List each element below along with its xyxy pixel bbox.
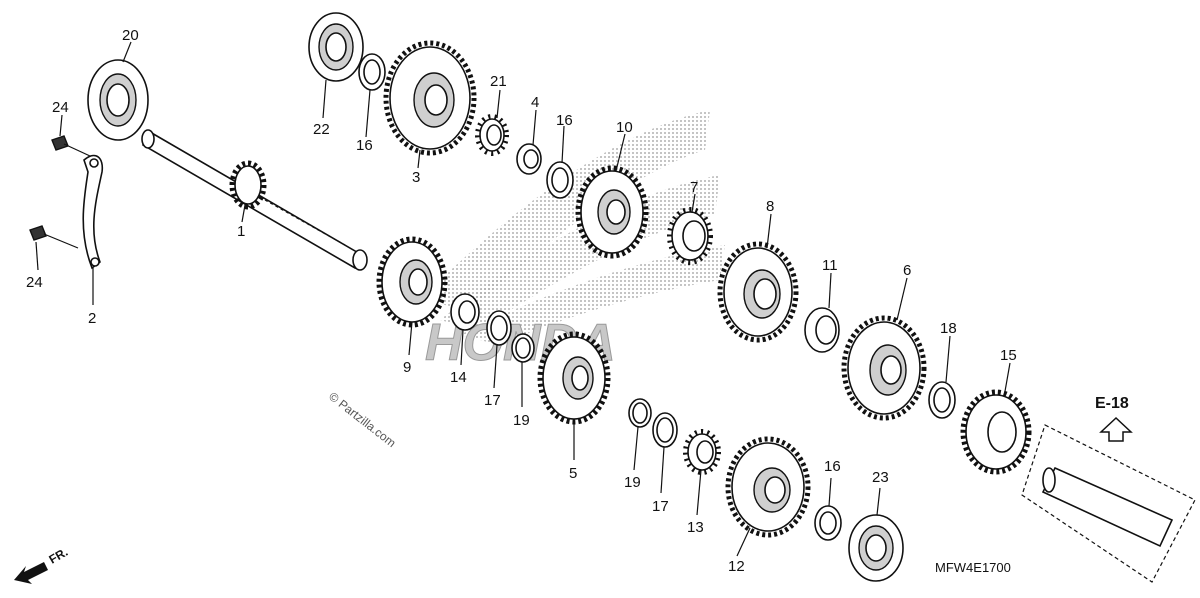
callout-7[interactable]: 7 xyxy=(690,179,698,196)
callout-22[interactable]: 22 xyxy=(313,121,330,138)
reference-shaft-box xyxy=(1021,424,1196,583)
part-16-washer-icon xyxy=(358,53,386,91)
part-20-bearing-icon xyxy=(87,59,149,141)
callout-leader-lines xyxy=(35,41,1011,557)
part-3-gear-icon xyxy=(383,40,477,156)
callout-labels: 20 22 16 3 21 4 16 10 7 8 11 6 18 15 1 2… xyxy=(26,27,1017,575)
front-direction-arrow-icon xyxy=(14,562,48,584)
callout-6[interactable]: 6 xyxy=(903,262,911,279)
callout-14[interactable]: 14 xyxy=(450,369,467,386)
callout-17[interactable]: 17 xyxy=(652,498,669,515)
part-16-washer-icon xyxy=(814,505,842,541)
part-2-stay-icon xyxy=(82,154,104,270)
part-5-gear-icon xyxy=(537,331,611,425)
part-4-collar-icon xyxy=(516,143,542,175)
part-17-washer-icon xyxy=(486,310,512,346)
part-22-bearing-icon xyxy=(308,12,364,82)
part-17-washer-icon xyxy=(652,412,678,448)
callout-11[interactable]: 11 xyxy=(822,257,838,274)
callout-17[interactable]: 17 xyxy=(484,392,501,409)
diagram-code: MFW4E1700 xyxy=(935,560,1011,575)
part-18-washer-icon xyxy=(928,381,956,419)
part-6-gear-icon xyxy=(841,315,927,421)
callout-21[interactable]: 21 xyxy=(490,73,507,90)
part-7-needle-bearing-icon xyxy=(667,207,713,265)
callout-2[interactable]: 2 xyxy=(88,310,96,327)
callout-5[interactable]: 5 xyxy=(569,465,577,482)
part-24-bolt-icon xyxy=(51,135,91,157)
callout-9[interactable]: 9 xyxy=(403,359,411,376)
callout-4[interactable]: 4 xyxy=(531,94,539,111)
callout-19[interactable]: 19 xyxy=(624,474,641,491)
callout-20[interactable]: 20 xyxy=(122,27,139,44)
callout-24[interactable]: 24 xyxy=(52,99,69,116)
part-15-gear-icon xyxy=(960,389,1032,475)
callout-8[interactable]: 8 xyxy=(766,198,774,215)
callout-16[interactable]: 16 xyxy=(356,137,373,154)
callout-3[interactable]: 3 xyxy=(412,169,420,186)
part-8-gear-icon xyxy=(717,241,799,343)
callout-15[interactable]: 15 xyxy=(1000,347,1017,364)
part-9-gear-icon xyxy=(376,236,448,328)
part-19-circlip-icon xyxy=(511,333,535,363)
callout-10[interactable]: 10 xyxy=(616,119,633,136)
callout-16[interactable]: 16 xyxy=(824,458,841,475)
callout-18[interactable]: 18 xyxy=(940,320,957,337)
part-11-bushing-icon xyxy=(804,307,840,353)
part-14-bushing-icon xyxy=(450,293,480,331)
callout-16[interactable]: 16 xyxy=(556,112,573,129)
callout-13[interactable]: 13 xyxy=(687,519,704,536)
callout-1[interactable]: 1 xyxy=(237,223,245,240)
part-23-bearing-icon xyxy=(848,514,904,582)
part-16-washer-icon xyxy=(546,161,574,199)
callout-19[interactable]: 19 xyxy=(513,412,530,429)
callout-24[interactable]: 24 xyxy=(26,274,43,291)
part-19-circlip-icon xyxy=(628,398,652,428)
partzilla-watermark: © Partzilla.com xyxy=(326,389,398,450)
part-12-gear-icon xyxy=(725,436,811,538)
front-indicator-label: FR. xyxy=(47,545,71,567)
callout-12[interactable]: 12 xyxy=(728,558,745,575)
part-24-bolt-icon xyxy=(29,225,79,249)
part-21-needle-bearing-icon xyxy=(475,114,509,156)
reference-code-label[interactable]: E-18 xyxy=(1095,395,1129,412)
part-10-gear-icon xyxy=(575,165,649,259)
part-1-mainshaft-icon xyxy=(141,129,368,271)
up-arrow-icon xyxy=(1099,416,1133,442)
callout-23[interactable]: 23 xyxy=(872,469,889,486)
part-13-needle-bearing-icon xyxy=(683,429,721,475)
